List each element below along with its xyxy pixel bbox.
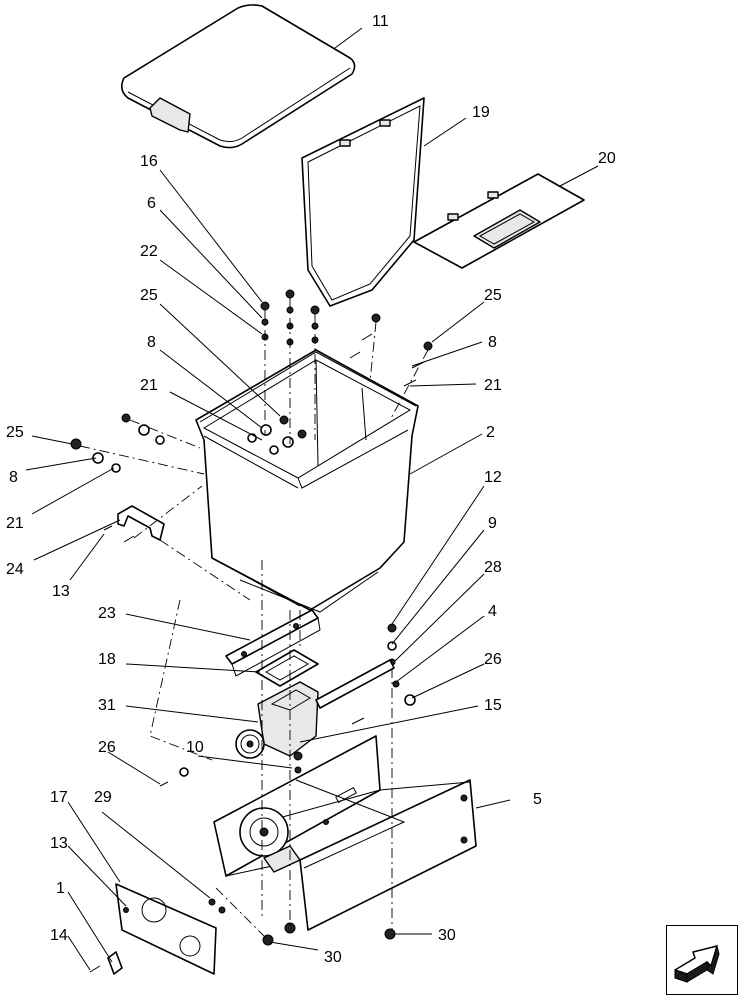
callout-21: 21 <box>140 377 158 394</box>
callout-19: 19 <box>472 104 490 121</box>
callout-6: 6 <box>147 195 156 212</box>
callout-4: 4 <box>488 603 497 620</box>
callout-17: 17 <box>50 789 68 806</box>
callout-21-right: 21 <box>484 377 502 394</box>
callout-28: 28 <box>484 559 502 576</box>
callout-14: 14 <box>50 927 68 944</box>
callout-9: 9 <box>488 515 497 532</box>
callout-2: 2 <box>486 424 495 441</box>
hardware-26-10 <box>159 751 303 787</box>
leader-lines <box>25 27 599 971</box>
callout-18: 18 <box>98 651 116 668</box>
part-bracket <box>103 505 165 543</box>
callout-30-right: 30 <box>438 927 456 944</box>
callout-5: 5 <box>533 791 542 808</box>
callout-29: 29 <box>94 789 112 806</box>
callout-13-lower: 13 <box>50 835 68 852</box>
callout-13: 13 <box>52 583 70 600</box>
callout-23: 23 <box>98 605 116 622</box>
callout-8-left: 8 <box>9 469 18 486</box>
part-frame <box>213 735 477 931</box>
callout-12: 12 <box>484 469 502 486</box>
callout-8-right: 8 <box>488 334 497 351</box>
part-gasket <box>255 649 319 687</box>
callout-31: 31 <box>98 697 116 714</box>
callout-25-left: 25 <box>6 424 24 441</box>
callout-26-right: 26 <box>484 651 502 668</box>
callout-labels: 11 19 16 20 6 22 25 25 8 8 21 21 25 2 8 … <box>6 13 616 966</box>
alignment-lines <box>79 298 429 941</box>
callout-15: 15 <box>484 697 502 714</box>
callout-24: 24 <box>6 561 24 578</box>
part-end-plate <box>115 883 217 975</box>
callout-10: 10 <box>186 739 204 756</box>
part-cover-plate <box>413 173 585 269</box>
callout-16: 16 <box>140 153 158 170</box>
hardware-hopper-side <box>70 413 307 473</box>
hardware-right-stack <box>315 623 416 725</box>
callout-25: 25 <box>140 287 158 304</box>
callout-20: 20 <box>598 150 616 167</box>
part-metering-housing <box>235 681 319 759</box>
next-page-arrow-icon <box>674 944 720 983</box>
callout-8: 8 <box>147 334 156 351</box>
callout-30: 30 <box>324 949 342 966</box>
callout-26-left: 26 <box>98 739 116 756</box>
part-hopper <box>195 349 419 613</box>
part-lid <box>120 4 356 149</box>
callout-21-left: 21 <box>6 515 24 532</box>
next-page-button[interactable] <box>666 925 738 995</box>
callout-1: 1 <box>56 880 65 897</box>
callout-25-right: 25 <box>484 287 502 304</box>
callout-22: 22 <box>140 243 158 260</box>
callout-11: 11 <box>372 13 389 30</box>
part-divider-panel <box>301 97 425 307</box>
hardware-bottom <box>89 898 396 975</box>
